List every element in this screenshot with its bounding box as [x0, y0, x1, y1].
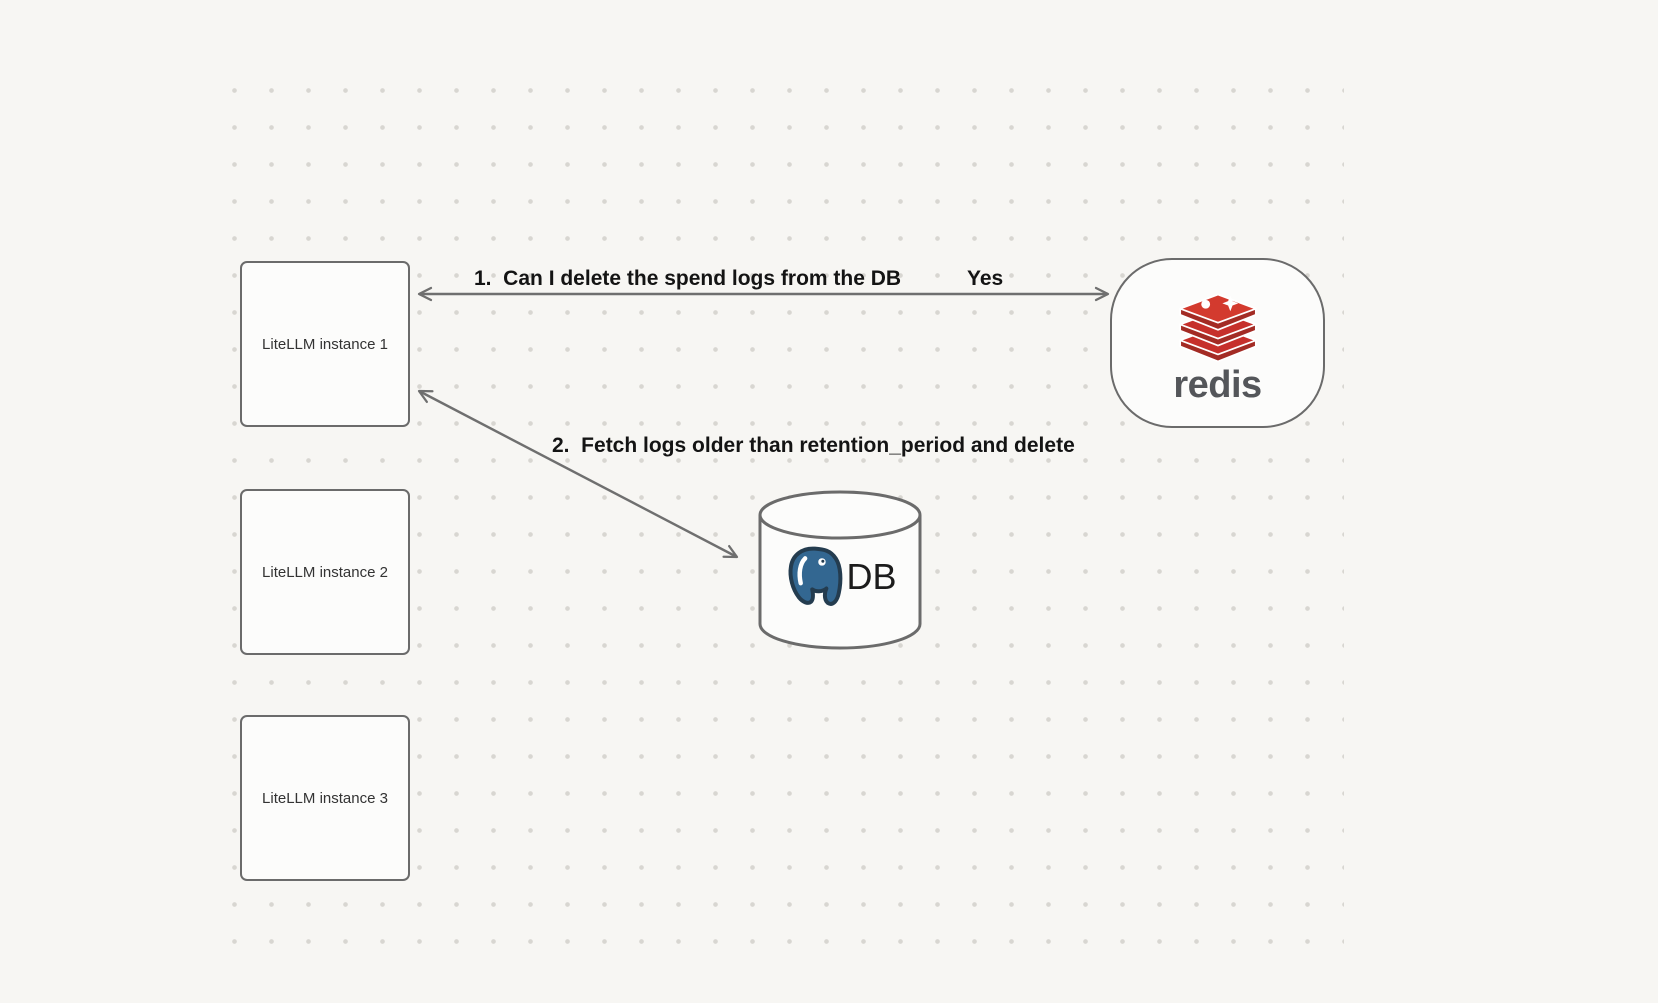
node-litellm-instance-1: LiteLLM instance 1: [240, 261, 410, 427]
database-label: DB: [846, 556, 897, 597]
edge-label-yes-reply: Yes: [967, 267, 1004, 290]
node-database: DB: [757, 489, 923, 653]
edge-label-delete-question: 1. Can I delete the spend logs from the …: [474, 267, 902, 290]
edge-label-fetch-delete: 2. Fetch logs older than retention_perio…: [552, 434, 1075, 457]
node-litellm-instance-2: LiteLLM instance 2: [240, 489, 410, 655]
node-redis: redis: [1110, 258, 1325, 428]
node-litellm-instance-3-label: LiteLLM instance 3: [262, 789, 388, 807]
redis-icon: [1178, 293, 1257, 362]
node-litellm-instance-2-label: LiteLLM instance 2: [262, 563, 388, 581]
redis-wordmark: redis: [1173, 363, 1262, 406]
postgresql-icon: [789, 546, 843, 606]
database-content: DB: [757, 545, 923, 609]
node-litellm-instance-1-label: LiteLLM instance 1: [262, 335, 388, 353]
node-litellm-instance-3: LiteLLM instance 3: [240, 715, 410, 881]
